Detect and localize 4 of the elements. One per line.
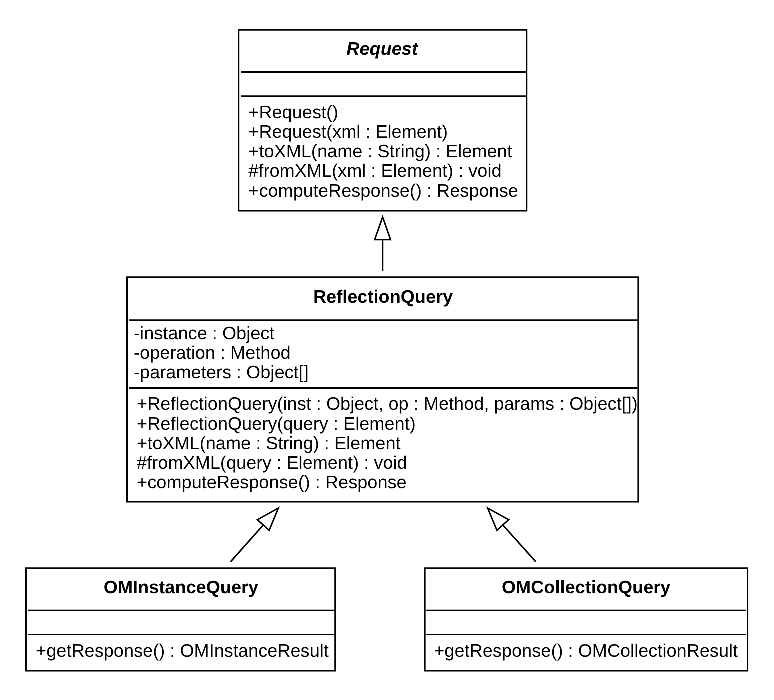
arrow	[486, 506, 537, 562]
node-box: OMCollectionQuery +getResponse() : OMCollectionResult	[424, 567, 749, 672]
arrow	[230, 506, 280, 562]
arrow	[374, 214, 392, 271]
